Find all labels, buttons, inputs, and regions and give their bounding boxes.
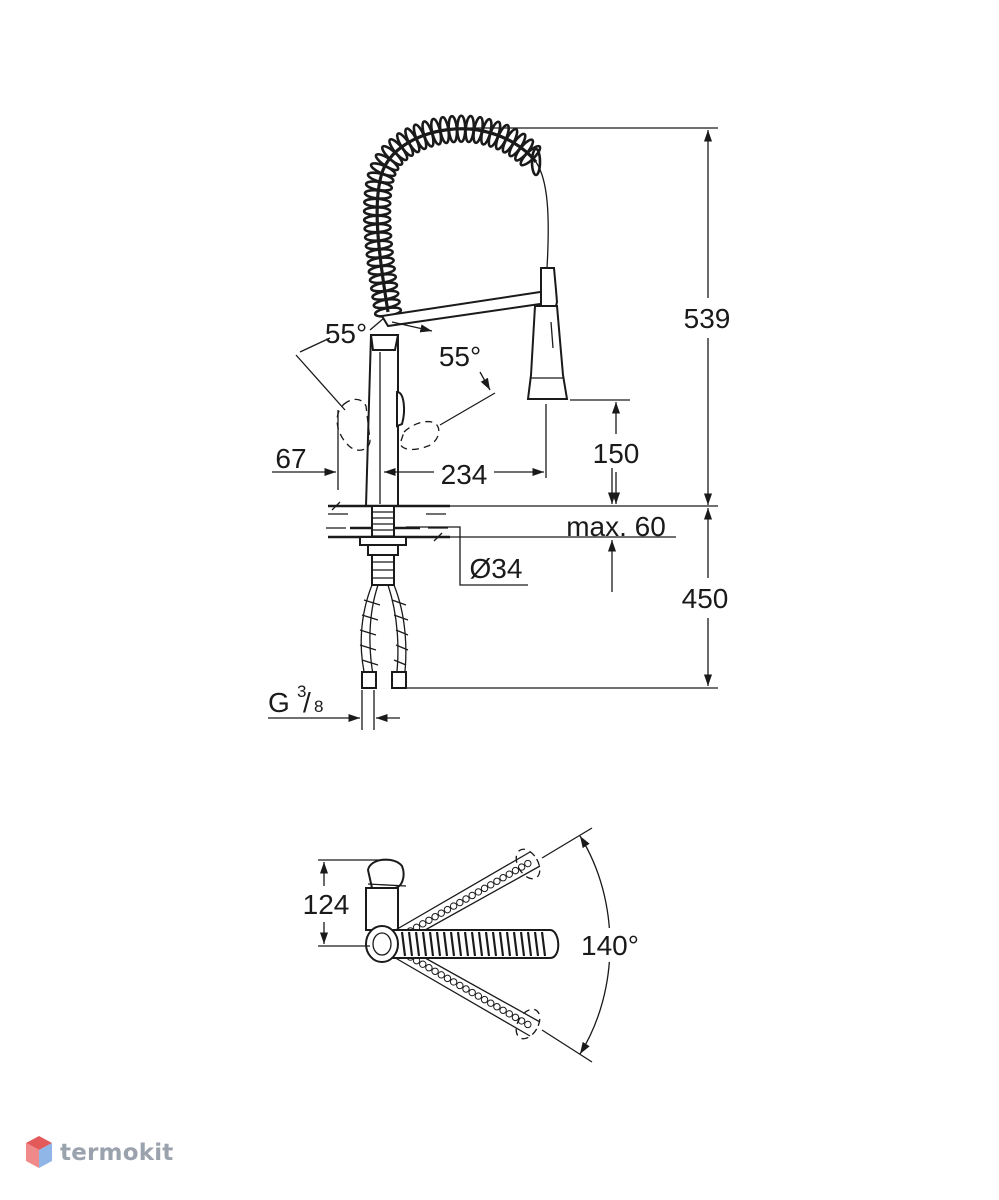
hose-braid-mark	[480, 884, 489, 893]
dim-spout-height: 150	[570, 399, 646, 504]
dim-deck-thickness: max. 60	[450, 468, 676, 592]
spring-ring	[442, 931, 449, 957]
hose-braid-mark	[487, 999, 495, 1007]
label-thread-numerator: 3	[297, 682, 306, 701]
spring-arm-top	[365, 925, 560, 963]
hose-braid-mark	[462, 895, 470, 903]
dim-connection-thread: G 3 / 8	[268, 682, 400, 730]
logo-text: termokit	[60, 1140, 174, 1166]
spring-ring	[400, 931, 407, 957]
label-thread-slash: /	[303, 687, 311, 718]
hose-braid-mark	[487, 881, 495, 889]
hose-braid-mark	[480, 995, 489, 1004]
label-thread-denominator: 8	[314, 697, 323, 716]
hose-braid-mark	[443, 905, 452, 914]
hose-braid-mark	[499, 874, 507, 882]
hose-braid-mark	[456, 981, 464, 990]
hose-braid-mark	[419, 960, 427, 968]
spring-ring	[519, 931, 526, 957]
spring-ring	[512, 931, 519, 957]
label-reach: 234	[441, 459, 488, 490]
spring-ring	[533, 931, 540, 957]
mounting-shank	[350, 505, 420, 586]
hose-braid-mark	[419, 920, 427, 928]
hose-braid-mark	[511, 866, 520, 875]
top-view: 124 140°	[298, 827, 646, 1063]
supply-hoses	[359, 584, 409, 689]
hose-braid-mark	[431, 967, 439, 975]
spring-ring	[505, 931, 512, 957]
hose-braid-mark	[431, 913, 439, 921]
spring-ring	[428, 931, 435, 957]
spring-ring	[456, 931, 463, 957]
spring-ring	[421, 931, 428, 957]
label-depth: 124	[303, 889, 350, 920]
hose-braid-mark	[425, 916, 433, 924]
hose-braid-mark	[493, 1003, 501, 1011]
spray-head	[526, 267, 569, 400]
label-angle-left: 55°	[325, 318, 367, 349]
dim-height-total: 539	[470, 127, 740, 505]
hose-braid-mark	[425, 964, 433, 972]
label-hole-diameter: Ø34	[470, 553, 523, 584]
spring-ring	[491, 931, 498, 957]
spring-ring	[463, 931, 470, 957]
angle-guide-left	[295, 354, 346, 411]
hose-braid-mark	[524, 1020, 532, 1029]
spout-arm	[380, 288, 557, 328]
hose-braid-mark	[505, 1010, 513, 1018]
spring-coil	[362, 114, 549, 318]
label-hose-length: 450	[682, 583, 729, 614]
hose-braid-mark	[462, 985, 470, 993]
dim-hose-length: 450	[406, 508, 740, 689]
spring-ring	[470, 931, 477, 957]
spring-ring	[435, 931, 442, 957]
dim-depth: 124	[298, 859, 388, 947]
faucet-body	[364, 334, 406, 507]
hose-braid-mark	[511, 1013, 520, 1022]
lever-positions	[336, 398, 440, 451]
dim-hole-diameter: Ø34	[406, 526, 528, 586]
hose-braid-mark	[449, 978, 458, 986]
label-angle-right: 55°	[439, 341, 481, 372]
hose-braid-mark	[493, 877, 501, 885]
label-deck-thickness: max. 60	[566, 511, 666, 542]
hose-braid-mark	[474, 888, 483, 896]
hose-braid-mark	[456, 898, 464, 907]
top-body	[365, 887, 399, 931]
cube-icon	[26, 1136, 52, 1168]
hose-braid-mark	[505, 870, 513, 878]
label-thread-g: G	[268, 687, 290, 718]
dim-offset: 67	[272, 410, 339, 490]
dim-swivel-angle: 140°	[541, 827, 646, 1063]
spring-ring	[414, 931, 421, 957]
spring-ring	[449, 931, 456, 957]
spring-ring	[526, 931, 533, 957]
spring-ring	[477, 931, 484, 957]
hose-braid-mark	[468, 891, 476, 900]
spring-ring	[498, 931, 505, 957]
brand-logo: termokit	[24, 1134, 173, 1172]
hose-braid-mark	[437, 909, 445, 917]
hose-braid-mark	[474, 992, 483, 1000]
label-swivel-angle: 140°	[581, 930, 639, 961]
label-height-total: 539	[684, 303, 731, 334]
hose-braid-mark	[437, 971, 445, 979]
hose-braid-mark	[449, 902, 458, 910]
label-offset: 67	[275, 443, 306, 474]
hose-braid-mark	[443, 974, 452, 983]
dim-reach: 234	[384, 404, 547, 490]
hose-braid-mark	[499, 1006, 507, 1014]
spring-ring	[407, 931, 414, 957]
coil-ring	[530, 147, 542, 177]
hose-braid-mark	[524, 859, 532, 868]
label-spout-height: 150	[593, 438, 640, 469]
hose-braid-mark	[517, 863, 526, 871]
spring-ring	[484, 931, 491, 957]
spring-ring	[540, 931, 547, 957]
hose-braid-mark	[468, 988, 476, 997]
angle-guide-right	[439, 392, 496, 426]
side-view: 539 150 234 67 55° 55°	[268, 114, 740, 730]
